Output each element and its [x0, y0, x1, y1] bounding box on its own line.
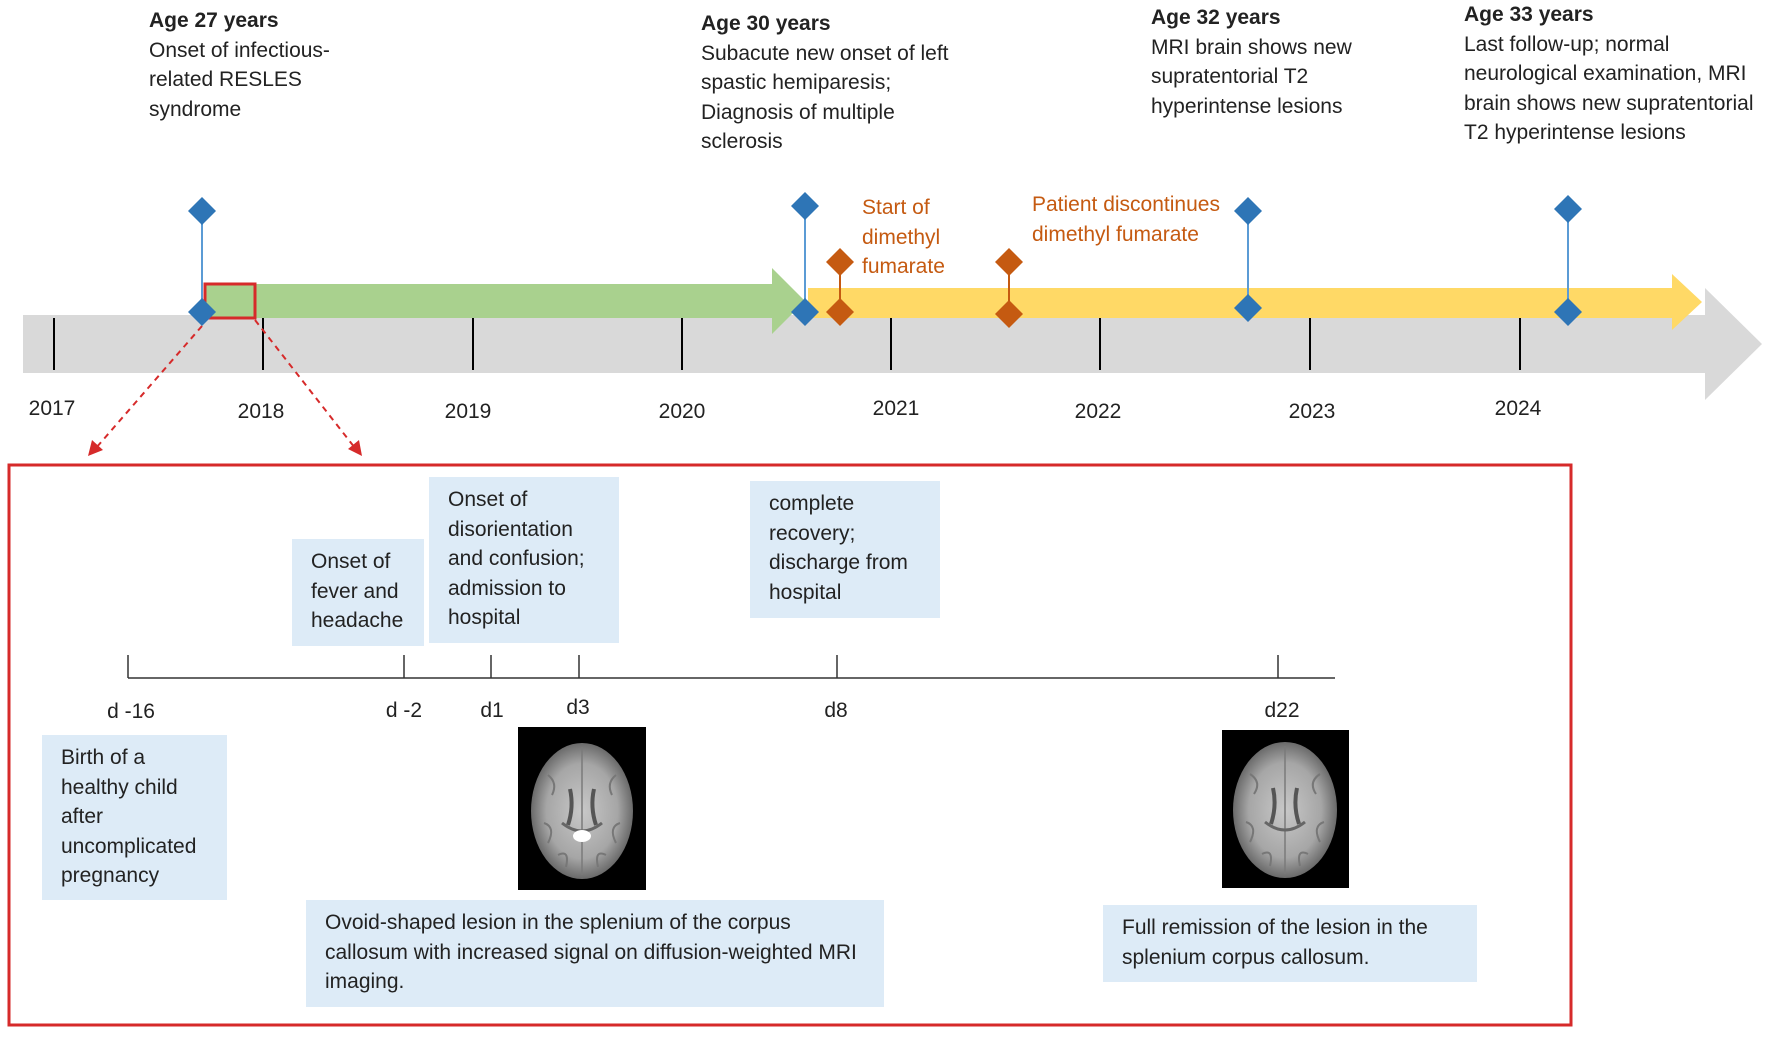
note-birth: Birth of a healthy child after uncomplic…	[42, 735, 227, 900]
event-age-32: Age 32 years MRI brain shows new suprate…	[1151, 3, 1389, 121]
treatment-diamond-top-1	[826, 248, 854, 276]
event-diamond-axis-2	[791, 298, 819, 326]
year-label-2023: 2023	[1288, 400, 1336, 423]
event-diamond-top-2	[791, 192, 819, 220]
note-remission: Full remission of the lesion in the sple…	[1103, 905, 1477, 982]
event-age-label: Age 30 years	[701, 12, 831, 35]
note-disorientation-admission: Onset of disorientation and confusion; a…	[429, 477, 619, 643]
treatment-start-label: Start of dimethyl fumarate	[862, 196, 945, 278]
year-label-2017: 2017	[28, 397, 76, 420]
detail-frame	[7, 463, 1573, 1027]
day-label-minus-16: d -16	[107, 700, 155, 723]
day-label-d22: d22	[1264, 699, 1300, 722]
event-diamond-axis-3	[1234, 294, 1262, 322]
treatment-diamond-top-2	[995, 248, 1023, 276]
year-label-2024: 2024	[1494, 397, 1542, 420]
event-diamond-top-4	[1554, 195, 1582, 223]
zoom-arrowhead-left	[88, 440, 103, 456]
event-diamond-axis-1	[188, 298, 216, 326]
event-age-33: Age 33 years Last follow-up; normal neur…	[1464, 0, 1772, 148]
treatment-diamond-axis-1	[826, 298, 854, 326]
year-label-2020: 2020	[658, 400, 706, 423]
note-recovery-discharge: complete recovery; discharge from hospit…	[750, 481, 940, 618]
note-lesion-description: Ovoid-shaped lesion in the splenium of t…	[306, 900, 884, 1007]
day-axis	[127, 655, 1335, 679]
event-description: Last follow-up; normal neurological exam…	[1464, 32, 1754, 145]
event-age-label: Age 33 years	[1464, 3, 1594, 26]
day-label-minus-2: d -2	[385, 699, 423, 722]
event-description: MRI brain shows new supratentorial T2 hy…	[1151, 35, 1352, 118]
treatment-discontinue-label: Patient discontinues dimethyl fumarate	[1032, 193, 1220, 246]
event-markers	[188, 192, 1582, 326]
zoom-connectors	[95, 319, 356, 449]
year-label-2022: 2022	[1074, 400, 1122, 423]
event-age-label: Age 32 years	[1151, 6, 1281, 29]
event-age-27: Age 27 years Onset of infectious-related…	[149, 6, 339, 124]
event-description: Onset of infectious-related RESLES syndr…	[149, 38, 330, 121]
year-label-2021: 2021	[872, 397, 920, 420]
brain-scan-icon	[531, 743, 633, 879]
event-diamond-top-3	[1234, 197, 1262, 225]
year-label-2018: 2018	[237, 400, 285, 423]
zoom-arrowhead-right	[348, 440, 362, 456]
mri-image-d22	[1222, 730, 1349, 888]
brain-scan-icon	[1233, 742, 1337, 878]
mri-image-d3	[518, 727, 646, 890]
event-diamond-axis-4	[1554, 298, 1582, 326]
treatment-markers	[826, 248, 1023, 328]
green-period-arrow	[205, 268, 805, 334]
year-ticks	[53, 318, 1521, 370]
event-diamond-top-1	[188, 197, 216, 225]
event-description: Subacute new onset of left spastic hemip…	[701, 41, 949, 154]
treatment-diamond-axis-2	[995, 300, 1023, 328]
year-label-2019: 2019	[444, 400, 492, 423]
event-age-label: Age 27 years	[149, 9, 279, 32]
event-age-30: Age 30 years Subacute new onset of left …	[701, 9, 971, 157]
note-fever-headache: Onset of fever and headache	[292, 539, 424, 646]
day-label-d8: d8	[824, 699, 848, 722]
day-label-d3: d3	[566, 696, 590, 719]
day-label-d1: d1	[480, 699, 504, 722]
